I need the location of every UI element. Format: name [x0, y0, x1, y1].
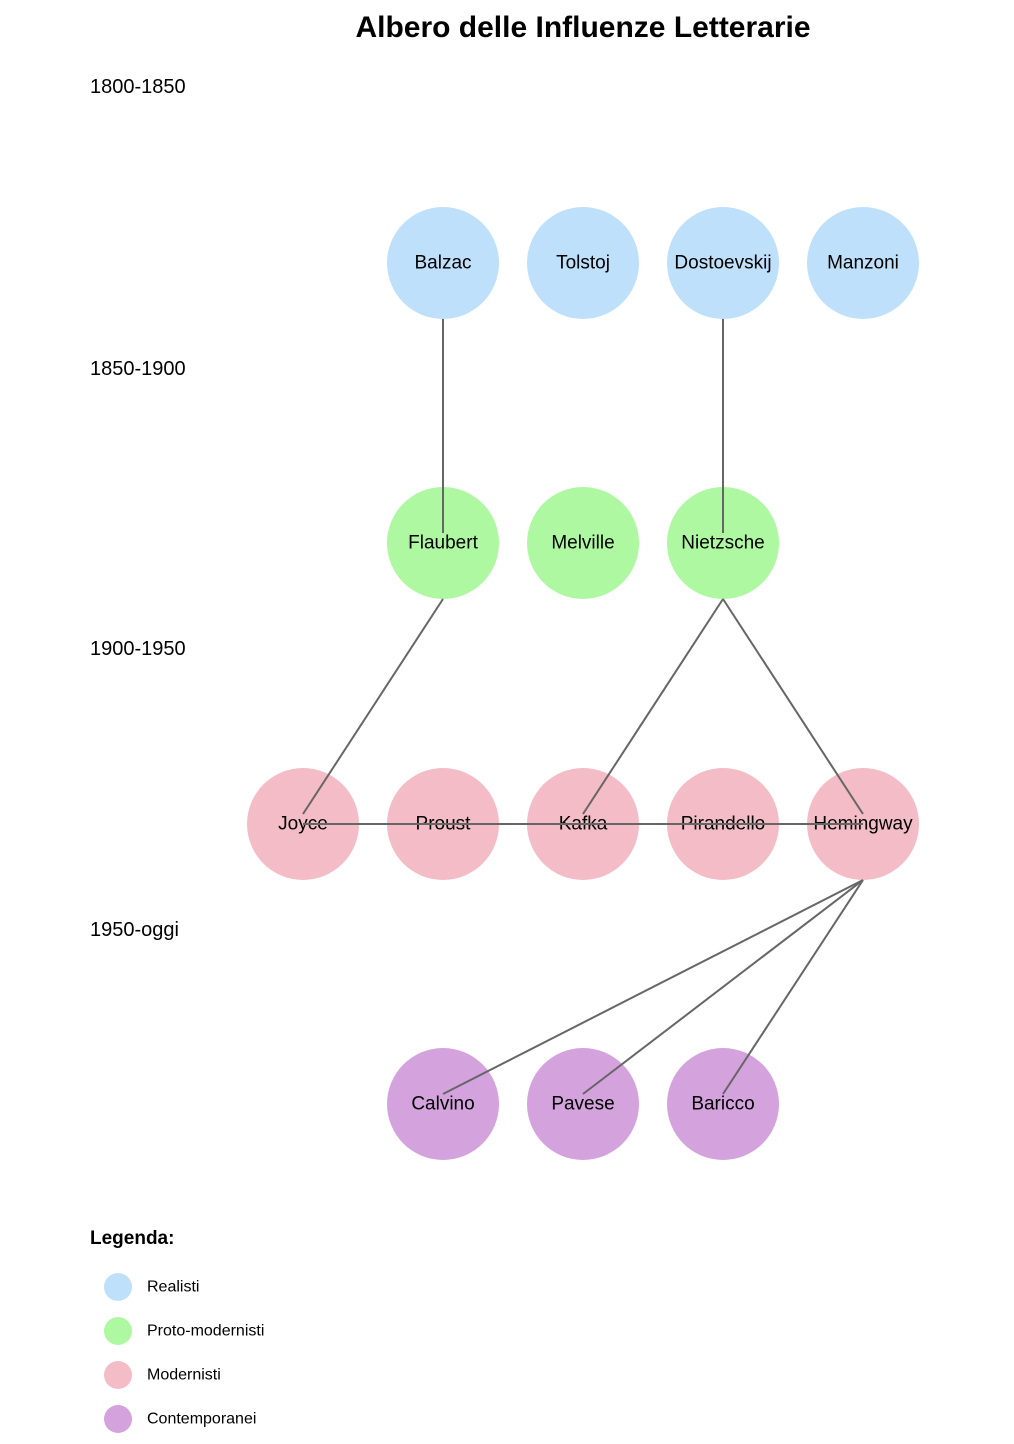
legend-label-proto: Proto-modernisti	[147, 1323, 264, 1340]
author-label-melville: Melville	[551, 533, 614, 554]
legend-swatch-realisti	[104, 1273, 132, 1301]
influence-edge-nietzsche-kafka	[582, 598, 724, 815]
author-node-calvino	[387, 1048, 499, 1160]
influence-edges	[302, 319, 864, 1095]
influence-edge-flaubert-joyce	[302, 598, 444, 815]
author-node-dostoevskij	[667, 207, 779, 319]
author-label-hemingway: Hemingway	[813, 814, 913, 835]
author-node-pavese	[527, 1048, 639, 1160]
author-node-nietzsche	[667, 487, 779, 599]
legend-swatch-contemporanei	[104, 1405, 132, 1433]
legend-swatch-proto	[104, 1317, 132, 1345]
author-node-tolstoj	[527, 207, 639, 319]
era-label-1900-1950: 1900-1950	[90, 638, 186, 660]
author-node-manzoni	[807, 207, 919, 319]
author-label-nietzsche: Nietzsche	[681, 533, 764, 554]
author-label-calvino: Calvino	[411, 1094, 474, 1115]
author-label-pavese: Pavese	[551, 1094, 614, 1115]
era-label-1800-1850: 1800-1850	[90, 76, 186, 98]
era-labels: 1800-1850 1850-1900 1900-1950 1950-oggi	[90, 76, 186, 941]
author-label-manzoni: Manzoni	[827, 253, 899, 274]
legend: Legenda: RealistiProto-modernistiModerni…	[90, 1228, 264, 1433]
legend-label-modernisti: Modernisti	[147, 1367, 221, 1384]
legend-title: Legenda:	[90, 1228, 174, 1249]
author-label-balzac: Balzac	[414, 253, 471, 274]
author-node-melville	[527, 487, 639, 599]
legend-label-contemporanei: Contemporanei	[147, 1411, 256, 1428]
legend-label-realisti: Realisti	[147, 1279, 199, 1296]
author-node-balzac	[387, 207, 499, 319]
influence-edge-hemingway-calvino	[442, 879, 864, 1095]
influence-edge-hemingway-baricco	[722, 879, 864, 1095]
author-node-flaubert	[387, 487, 499, 599]
diagram-title: Albero delle Influenze Letterarie	[355, 11, 810, 44]
legend-items: RealistiProto-modernistiModernistiContem…	[104, 1273, 264, 1433]
influence-edge-hemingway-pavese	[582, 879, 864, 1095]
author-label-flaubert: Flaubert	[408, 533, 478, 554]
author-label-baricco: Baricco	[691, 1094, 754, 1115]
author-label-tolstoj: Tolstoj	[556, 253, 610, 274]
legend-swatch-modernisti	[104, 1361, 132, 1389]
era-label-1850-1900: 1850-1900	[90, 358, 186, 380]
influence-edge-nietzsche-hemingway	[722, 598, 864, 815]
author-node-baricco	[667, 1048, 779, 1160]
author-label-dostoevskij: Dostoevskij	[674, 253, 771, 274]
era-label-1950-oggi: 1950-oggi	[90, 919, 179, 941]
